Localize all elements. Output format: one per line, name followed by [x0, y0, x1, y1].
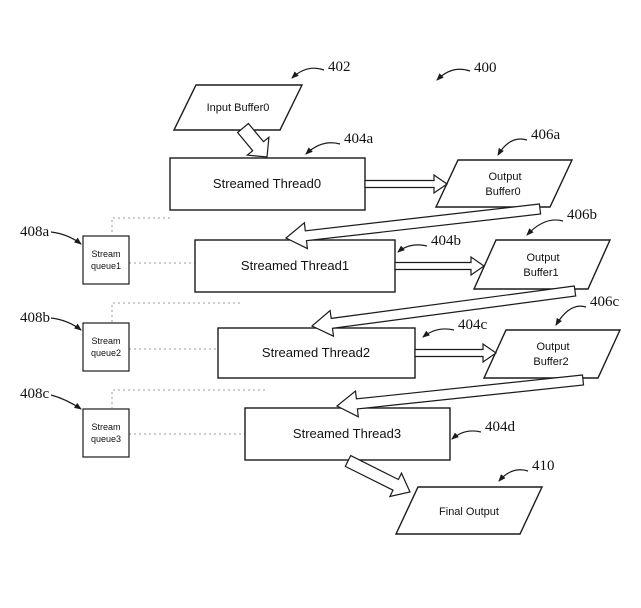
output-buffer0-label-line1: Output — [488, 171, 521, 183]
leader-arrow-408c — [50, 394, 82, 410]
thread2-shape — [217, 327, 416, 379]
queue1-shape — [82, 235, 130, 285]
leader-arrow-402 — [291, 67, 325, 79]
ref-404a: 404a — [344, 131, 374, 147]
final-output-label: Final Output — [439, 506, 499, 518]
queue3-label-line1: Stream — [91, 422, 120, 432]
arrow-thread3-to-finaloutput — [344, 454, 411, 498]
dotted-thread0-to-queue1 — [111, 217, 170, 235]
queue2-shape — [82, 322, 130, 372]
output-buffer1-label-line2: Buffer1 — [523, 267, 558, 279]
ref-408b: 408b — [20, 310, 50, 326]
queue2-label-line2: queue2 — [91, 348, 121, 358]
input-buffer0-shape — [172, 84, 304, 131]
input-buffer0-label: Input Buffer0 — [207, 102, 270, 114]
ref-406c: 406c — [590, 294, 620, 310]
queue2-label-line1: Stream — [91, 336, 120, 346]
node-streamed-thread0: Streamed Thread0 — [169, 157, 366, 211]
leader-arrow-404d — [451, 430, 482, 440]
leader-arrow-400 — [436, 68, 471, 81]
leader-arrow-404a — [305, 142, 341, 155]
node-output-buffer0: Output Buffer0 — [434, 159, 574, 208]
node-output-buffer2: Output Buffer2 — [482, 329, 622, 379]
arrow-outputbuffer0-to-thread1 — [284, 203, 542, 250]
thread1-label: Streamed Thread1 — [241, 258, 349, 273]
output-buffer1-label-line1: Output — [526, 252, 559, 264]
output-buffer2-shape — [482, 329, 622, 379]
node-output-buffer1: Output Buffer1 — [472, 239, 612, 290]
node-final-output: Final Output — [394, 486, 544, 535]
thread3-label: Streamed Thread3 — [293, 426, 401, 441]
arrow-inputbuffer0-to-thread0 — [236, 122, 270, 158]
leader-arrow-410 — [498, 469, 529, 482]
dotted-thread2-to-queue3 — [111, 389, 265, 408]
leader-arrow-404c — [422, 328, 455, 338]
dotted-connectors — [111, 217, 265, 435]
node-stream-queue1: Stream queue1 — [82, 235, 130, 285]
leader-arrow-406b — [526, 219, 564, 236]
node-stream-queue2: Stream queue2 — [82, 322, 130, 372]
ref-404d: 404d — [485, 419, 516, 435]
node-stream-queue3: Stream queue3 — [82, 408, 130, 458]
ref-404b: 404b — [431, 233, 461, 249]
arrow-outputbuffer1-to-thread2 — [310, 285, 577, 338]
ref-400: 400 — [474, 60, 497, 76]
arrow-outputbuffer2-to-thread3 — [335, 374, 585, 418]
queue3-label-line2: queue3 — [91, 434, 121, 444]
ref-410: 410 — [532, 458, 555, 474]
arrow-thread0-to-outputbuffer0 — [364, 173, 449, 195]
final-output-shape — [394, 486, 544, 535]
node-streamed-thread2: Streamed Thread2 — [217, 327, 416, 379]
dotted-thread1-to-queue2 — [111, 302, 240, 322]
ref-408a: 408a — [20, 224, 50, 240]
reference-leaders — [50, 67, 587, 482]
leader-arrow-406c — [555, 305, 587, 326]
leader-arrow-404b — [397, 244, 428, 253]
node-streamed-thread1: Streamed Thread1 — [194, 239, 396, 293]
ref-408c: 408c — [20, 386, 50, 402]
leader-arrow-406a — [497, 138, 528, 156]
ref-404c: 404c — [458, 317, 488, 333]
node-input-buffer0: Input Buffer0 — [172, 84, 304, 131]
leader-arrow-408a — [50, 231, 82, 245]
ref-406a: 406a — [531, 127, 561, 143]
queue1-label-line1: Stream — [91, 249, 120, 259]
queue3-shape — [82, 408, 130, 458]
leader-arrow-408b — [50, 317, 82, 331]
output-buffer1-shape — [472, 239, 612, 290]
arrow-thread2-to-outputbuffer2 — [414, 342, 498, 364]
thread0-label: Streamed Thread0 — [213, 176, 321, 191]
node-streamed-thread3: Streamed Thread3 — [244, 407, 451, 461]
output-buffer0-label-line2: Buffer0 — [485, 186, 520, 198]
reference-numerals: 402 400 404a 406a 406b 404b 404c 406c 40… — [20, 59, 620, 474]
thread2-label: Streamed Thread2 — [262, 345, 370, 360]
output-buffer2-label-line2: Buffer2 — [533, 356, 568, 368]
flow-arrows — [236, 122, 585, 498]
output-buffer0-shape — [434, 159, 574, 208]
output-buffer2-label-line1: Output — [536, 341, 569, 353]
thread0-shape — [169, 157, 366, 211]
arrow-thread1-to-outputbuffer1 — [394, 255, 486, 277]
ref-402: 402 — [328, 59, 351, 75]
queue1-label-line2: queue1 — [91, 261, 121, 271]
ref-406b: 406b — [567, 207, 597, 223]
